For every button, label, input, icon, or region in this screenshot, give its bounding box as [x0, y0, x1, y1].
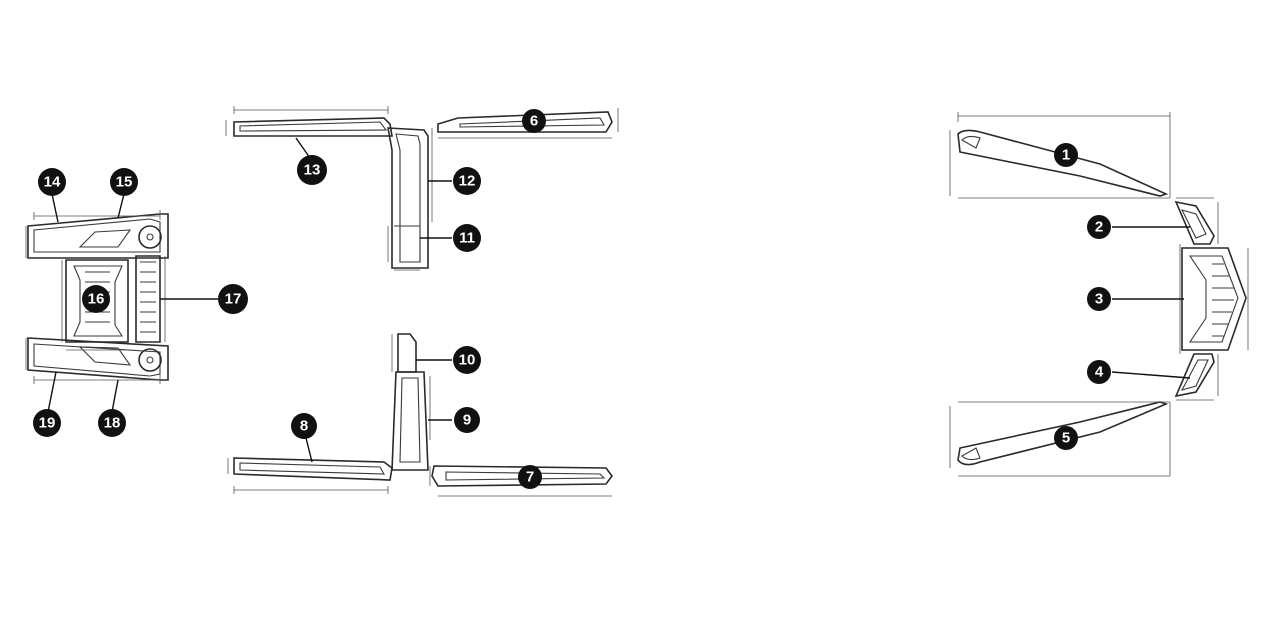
right-panel-group	[949, 112, 1249, 477]
callout-badge-14: 14	[38, 168, 66, 196]
callout-badge-5: 5	[1054, 426, 1078, 450]
svg-text:19: 19	[39, 415, 56, 432]
callout-badge-11: 11	[453, 224, 481, 252]
callout-badge-15: 15	[110, 168, 138, 196]
svg-text:7: 7	[526, 469, 534, 486]
svg-text:5: 5	[1062, 430, 1070, 447]
svg-text:8: 8	[300, 418, 308, 435]
svg-text:4: 4	[1095, 364, 1104, 381]
callout-badge-13: 13	[297, 155, 327, 185]
svg-text:1: 1	[1062, 147, 1070, 164]
svg-text:10: 10	[459, 352, 476, 369]
svg-text:11: 11	[459, 230, 475, 247]
callout-badge-1: 1	[1054, 143, 1078, 167]
svg-text:3: 3	[1095, 291, 1103, 308]
svg-text:15: 15	[116, 174, 133, 191]
svg-text:18: 18	[104, 415, 121, 432]
callout-badge-2: 2	[1087, 215, 1111, 239]
callout-badge-6: 6	[522, 109, 546, 133]
callout-badge-19: 19	[33, 409, 61, 437]
callout-badge-9: 9	[454, 407, 480, 433]
svg-text:16: 16	[88, 291, 105, 308]
callout-badge-4: 4	[1087, 360, 1111, 384]
left-panel-group	[25, 193, 218, 413]
svg-text:12: 12	[459, 173, 476, 190]
callout-badge-8: 8	[291, 413, 317, 439]
callout-badge-7: 7	[518, 465, 542, 489]
callout-badge-17: 17	[218, 284, 248, 314]
middle-panel-group	[225, 106, 619, 497]
svg-text:2: 2	[1095, 219, 1103, 236]
svg-text:6: 6	[530, 113, 538, 130]
svg-text:9: 9	[463, 412, 471, 429]
callout-badge-18: 18	[98, 409, 126, 437]
callout-badge-3: 3	[1087, 287, 1111, 311]
callout-badge-16: 16	[82, 285, 110, 313]
svg-text:13: 13	[304, 162, 321, 179]
callout-badge-10: 10	[453, 346, 481, 374]
callout-badge-12: 12	[453, 167, 481, 195]
svg-text:17: 17	[225, 291, 242, 308]
svg-text:14: 14	[44, 174, 61, 191]
